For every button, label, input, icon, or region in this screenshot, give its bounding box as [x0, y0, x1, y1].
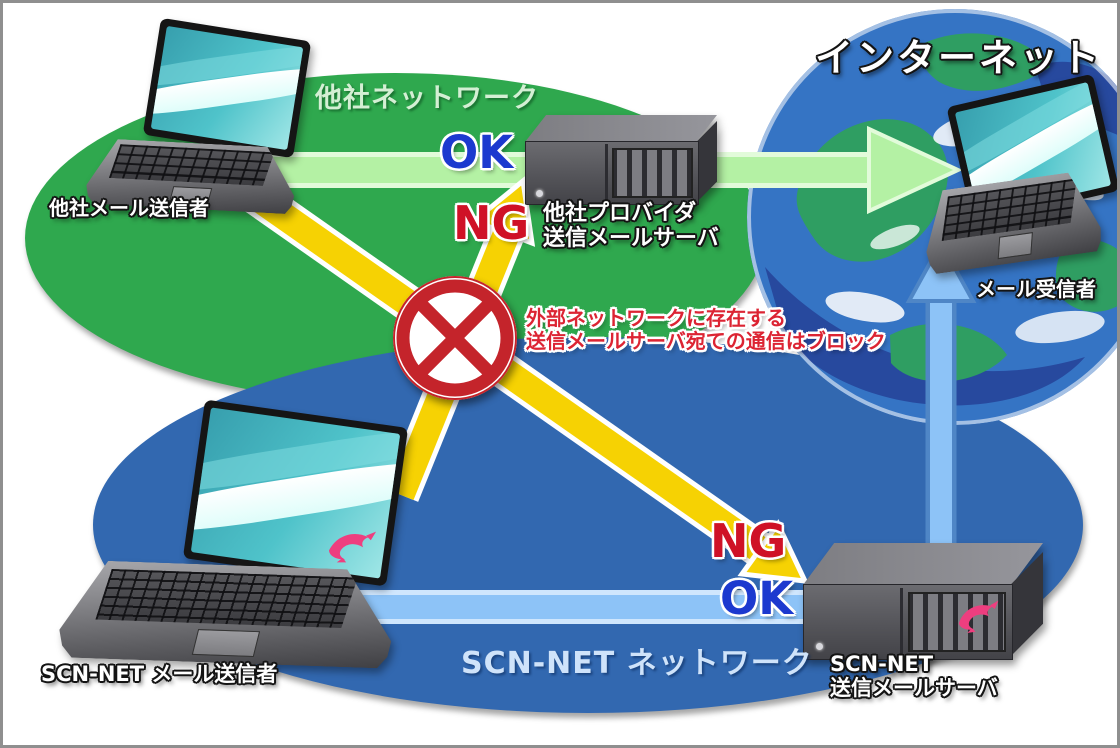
scn-server-label-line2: 送信メールサーバ — [830, 676, 998, 701]
receiver-laptop-icon — [918, 73, 1117, 273]
scn-server-label: SCN-NET 送信メールサーバ — [830, 652, 998, 700]
scn-sender-label: SCN-NET メール送信者 — [41, 662, 278, 686]
ok-marker-bottom: OK — [720, 572, 794, 625]
other-server-label: 他社プロバイダ 送信メールサーバ — [543, 201, 719, 252]
block-prohibited-icon — [393, 276, 517, 400]
ok-marker-top: OK — [440, 126, 514, 179]
scn-server-label-line1: SCN-NET — [830, 652, 934, 676]
ng-marker-bottom: NG — [710, 514, 787, 568]
other-network-label: 他社ネットワーク — [315, 83, 539, 114]
scn-network-label: SCN-NET ネットワーク — [461, 646, 813, 681]
scn-sender-laptop-icon — [58, 399, 409, 668]
block-note-line2: 送信メールサーバ宛ての通信はブロック — [526, 329, 886, 353]
ng-marker-top: NG — [453, 196, 530, 250]
dolphin-logo-icon — [328, 531, 377, 563]
receiver-label: メール受信者 — [976, 277, 1096, 301]
other-sender-laptop-icon — [83, 17, 318, 216]
ok-arrow-to-receiver — [905, 238, 977, 578]
block-note-line1: 外部ネットワークに存在する — [526, 306, 786, 330]
ng-arrow-other-to-scn-server — [240, 177, 810, 584]
internet-title: インターネット — [815, 36, 1103, 80]
other-server-label-line2: 送信メールサーバ — [543, 226, 719, 252]
other-server-label-line1: 他社プロバイダ — [543, 201, 697, 226]
scn-mail-server-icon — [798, 538, 1048, 663]
other-provider-mail-server-icon — [519, 113, 719, 208]
dolphin-logo-icon — [958, 600, 999, 633]
other-sender-label: 他社メール送信者 — [49, 196, 209, 220]
block-note: 外部ネットワークに存在する 送信メールサーバ宛ての通信はブロック — [526, 307, 886, 353]
